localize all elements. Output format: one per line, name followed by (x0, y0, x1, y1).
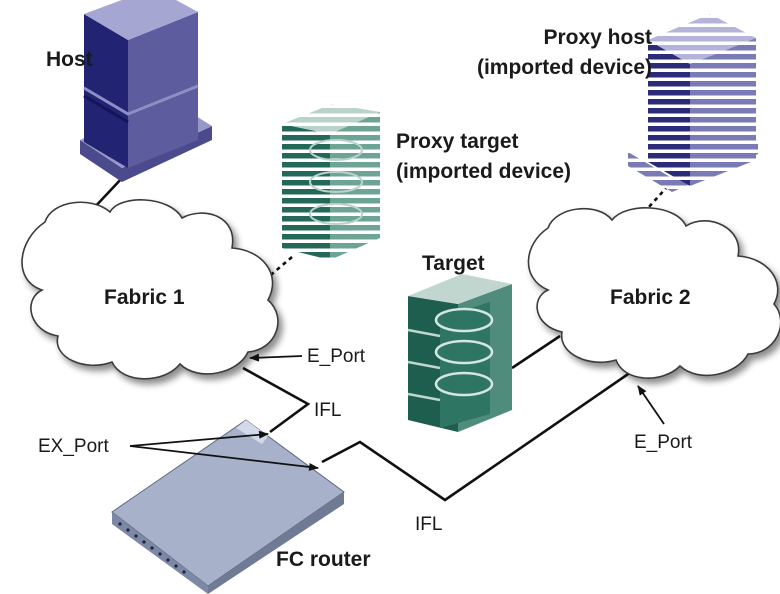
fabric-2-cloud[interactable] (527, 207, 780, 379)
fc-router-icon[interactable] (111, 419, 345, 594)
proxy-host-label-line-1: Proxy host (543, 26, 652, 49)
target-shelf-1 (407, 328, 441, 338)
proxy-host-icon[interactable] (628, 14, 758, 192)
fabric-1-cloud-shape (21, 199, 279, 380)
ex-port-arrow-lower (129, 445, 319, 471)
target-link-line (511, 334, 561, 370)
ex-port-arrow-upper (129, 430, 269, 447)
fc-router-label: FC router (276, 548, 371, 571)
target-disk-2 (434, 339, 494, 365)
proxy-host-label-line-2: (imported device) (477, 56, 652, 79)
ifl-upper-label: IFL (314, 400, 341, 421)
host-label: Host (46, 48, 93, 71)
fabric-2-label: Fabric 2 (610, 286, 691, 309)
proxy-target-disk-2 (309, 171, 363, 193)
fabric-2-cloud-shape (527, 207, 780, 379)
fabric-1-cloud[interactable] (21, 199, 279, 380)
host-bay-line-1 (83, 84, 199, 116)
proxy-target-top (282, 104, 380, 134)
proxy-target-label-line-2: (imported device) (396, 160, 571, 183)
host-side (128, 12, 198, 168)
port-arrows (129, 353, 665, 471)
fabric-1-label: Fabric 1 (104, 286, 185, 309)
host-bay-line-2 (83, 94, 129, 124)
fc-router-side (208, 492, 344, 594)
proxy-target-label-line-1: Proxy target (396, 130, 519, 153)
proxy-target-front (282, 124, 330, 260)
fc-router-port-leds (118, 522, 186, 574)
proxy-host-top (648, 14, 756, 64)
target-drum-body (440, 302, 490, 428)
target-disk-3 (434, 371, 494, 397)
host-top (84, 0, 198, 40)
e-port-left-label: E_Port (307, 346, 366, 367)
proxy-host-side (690, 38, 756, 186)
host-front (84, 14, 128, 168)
e-port-right-label: E_Port (634, 432, 693, 453)
host-base (80, 126, 212, 182)
target-shelf-2 (407, 360, 441, 370)
proxy-host-front (648, 40, 690, 186)
target-shelf-3 (407, 392, 441, 402)
target-disk-1 (434, 307, 494, 333)
e-port-left-arrow (249, 353, 303, 362)
e-port-right-arrow (637, 385, 665, 425)
target-storage-icon[interactable] (407, 274, 512, 432)
proxy-target-disk-3 (309, 203, 363, 225)
ifl-lower-line (321, 368, 635, 502)
proxy-host-base (628, 140, 758, 192)
ex-port-label: EX_Port (38, 436, 109, 457)
proxy-target-disk-1 (309, 139, 363, 161)
ifl-lower-label: IFL (415, 514, 442, 535)
proxy-target-side (330, 112, 380, 260)
host-server-icon[interactable] (80, 0, 212, 182)
ifl-upper-line (242, 366, 311, 434)
target-top (408, 274, 512, 304)
proxy-target-icon[interactable] (282, 104, 380, 260)
target-label: Target (422, 252, 485, 275)
